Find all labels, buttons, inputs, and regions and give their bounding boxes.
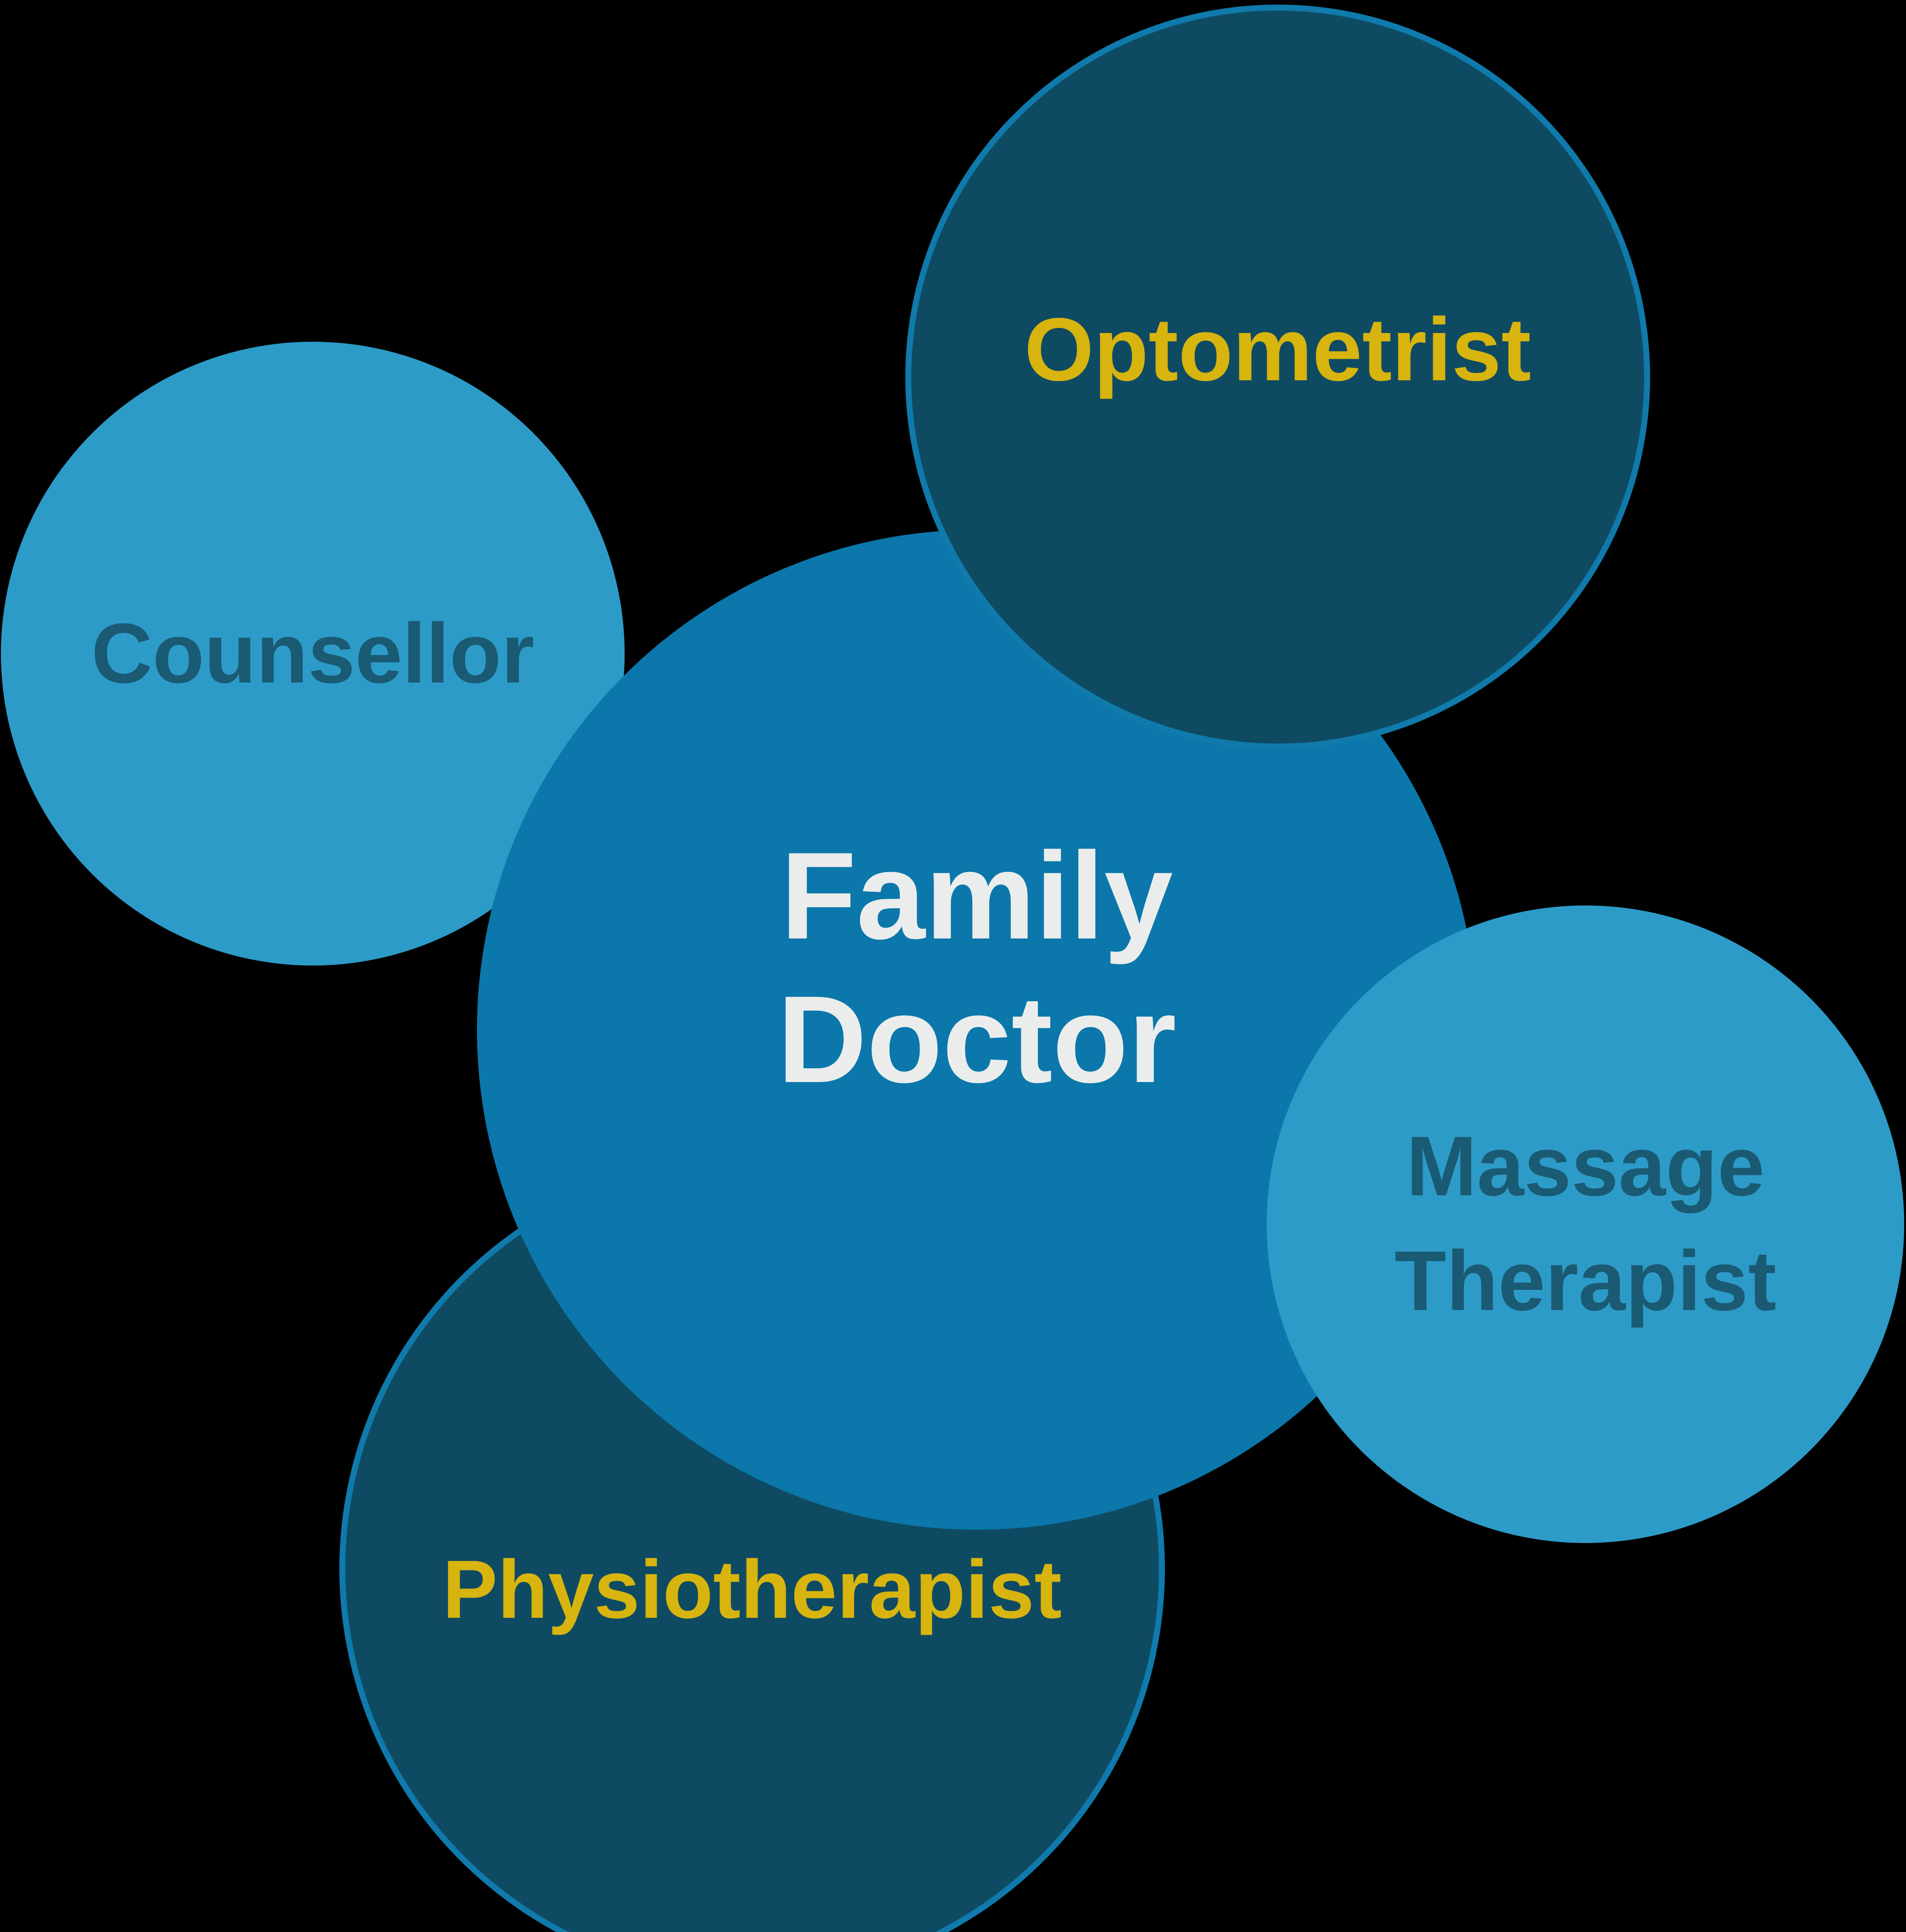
family-doctor-label-line2: Doctor [777,971,1176,1109]
counsellor-label: Counsellor [91,606,535,701]
massage-therapist-label: Massage Therapist [1395,1110,1777,1339]
massage-therapist-label-line2: Therapist [1394,1234,1777,1328]
family-doctor-label: Family Doctor [777,824,1176,1235]
massage-therapist-label-line1: Massage [1406,1119,1765,1214]
optometrist-circle: Optometrist [905,5,1650,749]
massage-therapist-circle: Massage Therapist [1267,905,1904,1543]
family-doctor-label-line1: Family [781,827,1173,965]
counsellor-circle: Counsellor [1,342,625,966]
physiotherapist-label: Physiotherapist [442,1543,1062,1636]
optometrist-label: Optometrist [1024,300,1531,400]
